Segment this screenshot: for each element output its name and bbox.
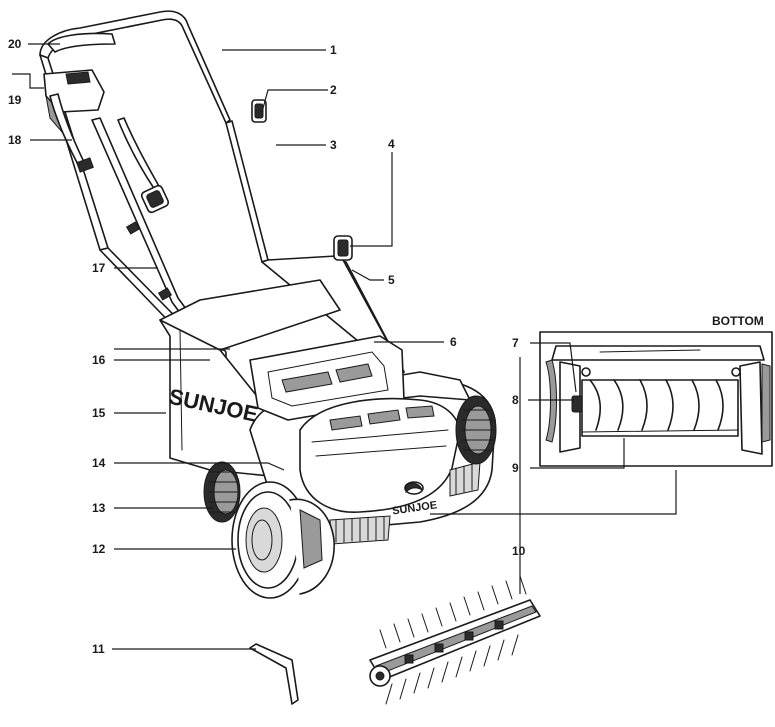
callout-16: 16 [92,353,106,367]
callout-4: 4 [388,137,395,151]
blade-teeth [379,575,527,705]
inset-heading: BOTTOM [712,314,764,328]
callout-15: 15 [92,406,106,420]
leader-lines [12,43,677,650]
callout-2: 2 [330,83,337,97]
front-wheel [231,481,335,599]
callout-12: 12 [92,542,106,556]
callout-8: 8 [512,393,519,407]
motor-housing: SUNJOE [249,335,496,545]
callout-17: 17 [92,261,106,275]
hex-key [249,643,299,705]
callout-14: 14 [92,456,106,470]
callout-6: 6 [450,335,457,349]
callout-5: 5 [388,273,395,287]
callout-11: 11 [92,642,105,656]
callout-20: 20 [8,37,22,51]
callout-13: 13 [92,501,106,515]
right-wheel [455,395,497,465]
rear-wheel [203,461,241,523]
callout-10: 10 [512,544,526,558]
callout-19: 19 [8,93,22,107]
callout-labels: 20 1 2 19 18 3 4 17 5 7 6 16 8 15 14 9 1… [8,37,526,656]
callout-7: 7 [512,336,519,350]
callout-18: 18 [8,133,22,147]
scarifier-cylinder [369,575,541,705]
callout-3: 3 [330,138,337,152]
callout-1: 1 [330,43,337,57]
callout-9: 9 [512,461,519,475]
bottom-inset: BOTTOM [539,314,773,467]
